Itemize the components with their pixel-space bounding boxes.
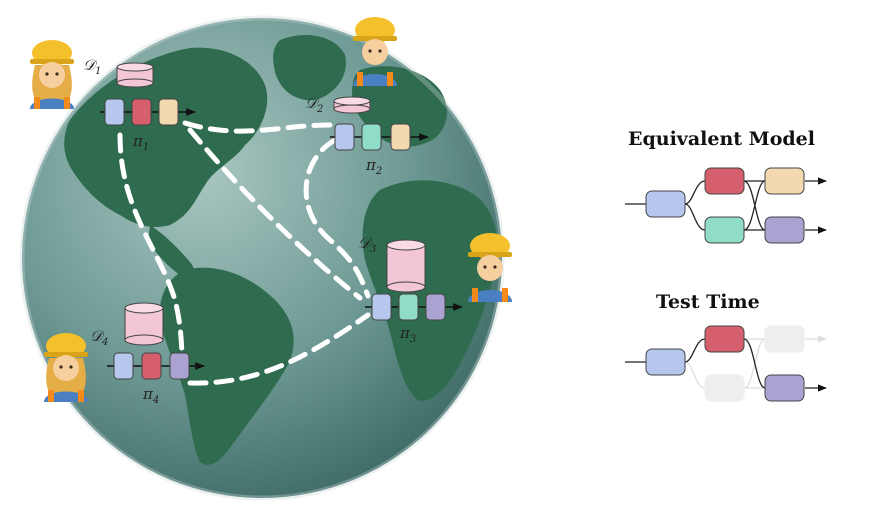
site-4-dataset-label: 𝒟: [90, 327, 105, 345]
link-1-2: [182, 120, 333, 134]
link-4-3: [187, 312, 371, 386]
test-time-red-block: [704, 325, 745, 353]
site-1-block-3: [158, 98, 179, 126]
equivalent-model-red-block: [704, 167, 745, 195]
svg-text:𝒟2: 𝒟2: [305, 94, 323, 115]
site-4-dataset-sub: 4: [101, 337, 108, 348]
site-4-policy-label: π: [142, 385, 154, 403]
equivalent-model-teal-block: [704, 216, 745, 244]
site-3-policy: [365, 293, 463, 321]
link-1-3: [187, 127, 363, 301]
site-3: 𝒟3 π3: [358, 233, 512, 345]
svg-text:𝒟1: 𝒟1: [83, 56, 101, 77]
site-3-block-2: [398, 293, 419, 321]
site-4-block-2: [141, 352, 162, 380]
site-1-dataset-sub: 1: [95, 66, 101, 77]
site-4: 𝒟4 π4: [44, 302, 205, 406]
test-time-active-edges: [625, 338, 827, 392]
site-2-block-2: [361, 123, 382, 151]
equivalent-model-peach-block: [764, 167, 805, 195]
worker-icon-4: [44, 333, 88, 402]
site-1-block-2: [131, 98, 152, 126]
site-1-dataset-cylinder: [116, 62, 154, 88]
site-3-dataset-label: 𝒟: [358, 234, 373, 252]
svg-text:π1: π1: [132, 132, 149, 153]
continent-central-america: [148, 225, 195, 279]
site-3-policy-label: π: [399, 324, 411, 342]
globe: [19, 15, 505, 501]
site-4-policy-sub: 4: [152, 395, 159, 406]
site-3-block-1: [371, 293, 392, 321]
svg-text:π4: π4: [142, 385, 159, 406]
continent-north-america: [64, 47, 268, 227]
site-2-dataset-sub: 2: [316, 104, 323, 115]
svg-text:𝒟3: 𝒟3: [358, 234, 376, 255]
site-1-dataset-label: 𝒟: [83, 56, 98, 74]
svg-text:π3: π3: [399, 324, 416, 345]
equivalent-model-shared-block: [645, 190, 686, 218]
site-2-policy-sub: 2: [375, 166, 382, 177]
continent-africa: [362, 180, 498, 401]
test-time-shared-block: [645, 348, 686, 376]
site-4-block-1: [113, 352, 134, 380]
site-2-dataset-label: 𝒟: [305, 94, 320, 112]
worker-icon-1: [30, 40, 74, 109]
site-4-dataset-cylinder: [124, 302, 164, 346]
link-2-3: [303, 137, 371, 299]
site-1: 𝒟1 π1: [30, 40, 196, 153]
worker-icon-2: [353, 17, 397, 86]
site-4-policy: [107, 352, 205, 380]
equivalent-model-edges: [625, 177, 827, 234]
svg-text:𝒟4: 𝒟4: [90, 327, 108, 348]
site-3-block-3: [425, 293, 446, 321]
test-time-purple-block: [764, 374, 805, 402]
site-2: 𝒟2 π2: [305, 17, 429, 177]
site-1-policy-sub: 1: [143, 142, 149, 153]
site-3-policy-sub: 3: [410, 334, 416, 345]
continent-greenland: [273, 35, 346, 101]
equivalent-model-panel: Equivalent Model: [625, 128, 827, 244]
site-2-block-3: [390, 123, 411, 151]
site-2-dataset-cylinder: [333, 96, 371, 114]
svg-text:π2: π2: [365, 156, 382, 177]
site-3-dataset-sub: 3: [370, 244, 376, 255]
site-1-policy-label: π: [132, 132, 144, 150]
equivalent-model-purple-block: [764, 216, 805, 244]
test-time-title: Test Time: [656, 291, 760, 313]
site-4-block-3: [169, 352, 190, 380]
site-1-policy: [100, 98, 196, 126]
site-2-policy-label: π: [365, 156, 377, 174]
worker-icon-3: [468, 233, 512, 302]
site-2-block-1: [334, 123, 355, 151]
site-2-policy: [330, 123, 429, 151]
test-time-inactive-block: [704, 374, 745, 402]
equivalent-model-title: Equivalent Model: [628, 128, 815, 150]
test-time-inactive-block: [764, 325, 805, 353]
test-time-panel: Test Time: [625, 291, 827, 402]
continent-south-america: [159, 267, 294, 465]
site-3-dataset-cylinder: [386, 239, 426, 293]
site-1-block-1: [104, 98, 125, 126]
